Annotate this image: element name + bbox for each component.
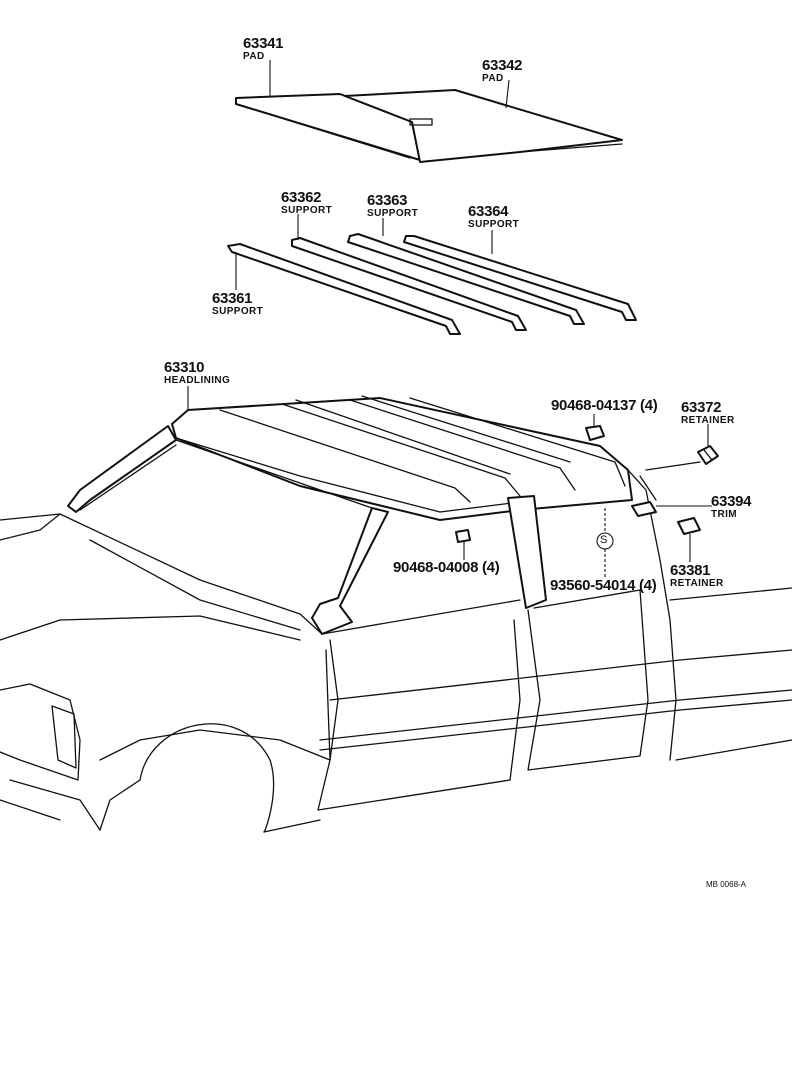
- part-number: 63363: [367, 192, 408, 209]
- support-63362[interactable]: [291, 237, 527, 331]
- part-name: SUPPORT: [281, 205, 333, 216]
- pad-63342[interactable]: [344, 89, 623, 163]
- label-63381: 63381 RETAINER: [670, 563, 724, 589]
- pad-clip: [409, 118, 433, 126]
- part-name: HEADLINING: [164, 375, 231, 386]
- label-90468-04008: 90468-04008 (4): [393, 559, 500, 576]
- support-63361[interactable]: [227, 243, 461, 335]
- part-number: 63362: [281, 189, 322, 206]
- truck-cab-outline: [0, 425, 792, 833]
- retainer-63372[interactable]: [697, 445, 719, 465]
- part-name: SUPPORT: [367, 208, 419, 219]
- label-93560-54014: 93560-54014 (4): [550, 577, 657, 594]
- label-63363: 63363 SUPPORT: [367, 193, 418, 219]
- headlining-63310[interactable]: [171, 395, 633, 521]
- label-63310: 63310 HEADLINING: [164, 360, 230, 386]
- part-number: 63341: [243, 35, 284, 52]
- label-63364: 63364 SUPPORT: [468, 204, 519, 230]
- part-number: 63381: [670, 562, 711, 579]
- label-63342: 63342 PAD: [482, 57, 523, 84]
- clip-90468-04137[interactable]: [585, 425, 605, 441]
- part-number: 63364: [468, 203, 509, 220]
- part-name: TRIM: [711, 509, 738, 520]
- label-63394: 63394 TRIM: [711, 493, 752, 520]
- part-name: SUPPORT: [212, 306, 264, 317]
- part-name: RETAINER: [681, 415, 735, 426]
- symbol-s-label: S: [600, 534, 608, 546]
- support-63364[interactable]: [403, 235, 637, 321]
- label-90468-04137: 90468-04137 (4): [551, 397, 658, 414]
- label-63362: 63362 SUPPORT: [281, 190, 332, 216]
- part-number: 63361: [212, 290, 253, 307]
- part-number: 90468-04008 (4): [393, 559, 500, 576]
- part-name: PAD: [482, 73, 504, 84]
- part-name: PAD: [243, 51, 265, 62]
- support-63363[interactable]: [347, 233, 585, 325]
- label-63372: 63372 RETAINER: [681, 400, 735, 426]
- part-number: 63394: [711, 493, 752, 510]
- label-63361: 63361 SUPPORT: [212, 291, 263, 317]
- part-number: 90468-04137 (4): [551, 397, 658, 414]
- part-name: SUPPORT: [468, 219, 520, 230]
- part-name: RETAINER: [670, 578, 724, 589]
- diagram-code: MB 0068-A: [706, 880, 747, 889]
- trim-63394[interactable]: [631, 501, 657, 517]
- clip-90468-04008[interactable]: [455, 529, 471, 543]
- label-63341: 63341 PAD: [243, 35, 284, 62]
- part-number: 63310: [164, 359, 205, 376]
- part-number: 63372: [681, 399, 722, 416]
- retainer-63381[interactable]: [677, 517, 701, 535]
- part-number: 93560-54014 (4): [550, 577, 657, 594]
- part-number: 63342: [482, 57, 523, 74]
